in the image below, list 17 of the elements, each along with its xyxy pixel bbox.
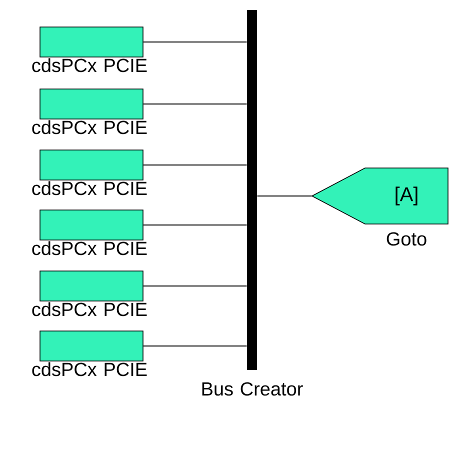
block-name: cdsPCx PCIE (32, 120, 147, 134)
block-name: cdsPCx PCIE (32, 302, 147, 316)
block (40, 26, 144, 58)
bus-bar (247, 10, 257, 370)
block (40, 330, 144, 362)
block-name: Bus Creator (202, 382, 303, 396)
block-name: cdsPCx PCIE (32, 362, 147, 376)
block (40, 270, 144, 302)
block (40, 210, 144, 240)
block-name: cdsPCx PCIE (32, 181, 147, 196)
block-name: Goto (386, 232, 426, 246)
connector-line (142, 224, 248, 226)
block (40, 150, 144, 180)
block-name: cdsPCx PCIE (32, 58, 147, 72)
connector-line (142, 164, 248, 166)
block (40, 88, 144, 120)
block-name: cdsPCx PCIE (32, 241, 147, 256)
